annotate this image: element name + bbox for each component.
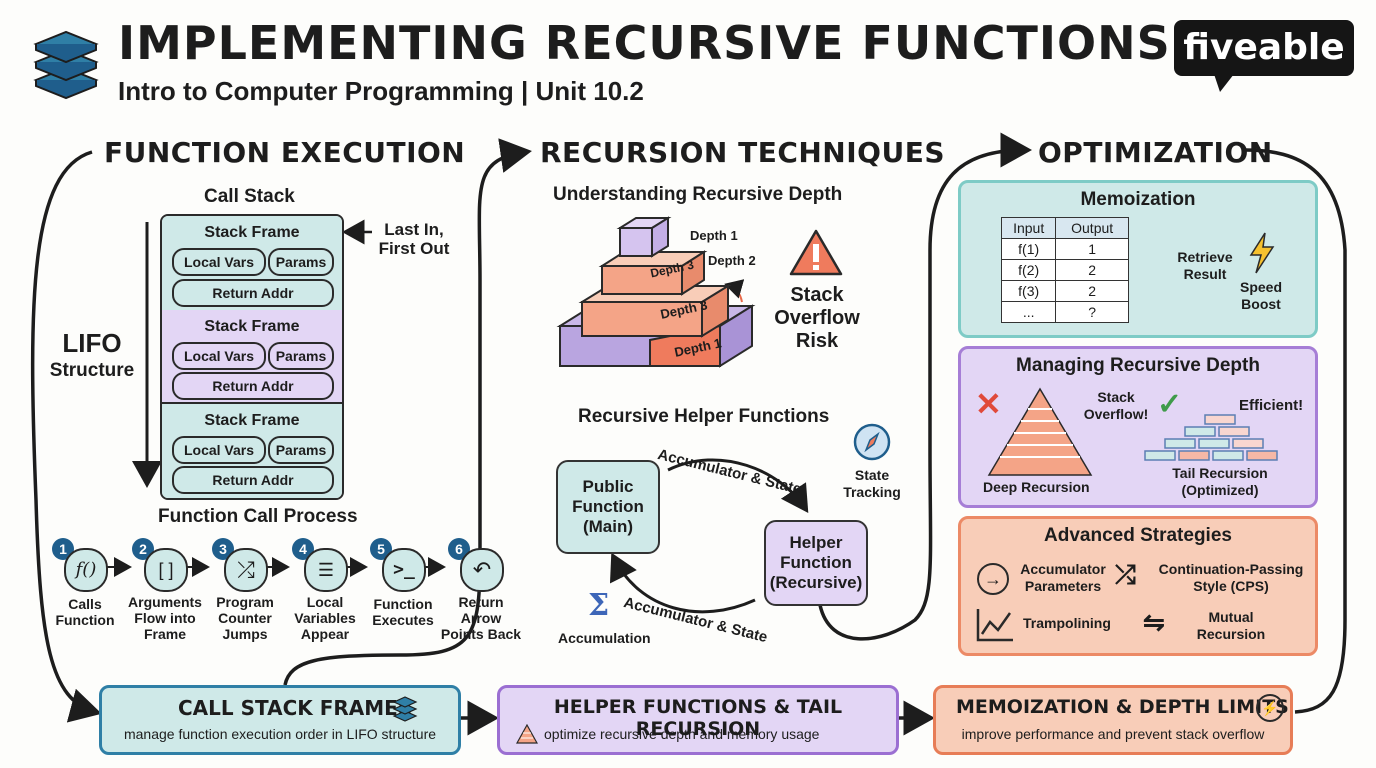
- summary-title: MEMOIZATION & DEPTH LIMITS: [956, 696, 1289, 718]
- trampolining-label: Trampolining: [1023, 615, 1111, 631]
- stack-layers-icon: [392, 696, 418, 722]
- summary-desc: optimize recursive depth and memory usag…: [544, 726, 820, 742]
- tail-recursion-label: Tail Recursion(Optimized): [1172, 465, 1268, 498]
- summary-desc: manage function execution order in LIFO …: [123, 726, 437, 742]
- summary-desc: improve performance and prevent stack ov…: [961, 726, 1265, 742]
- lightning-icon: [1249, 232, 1275, 274]
- arguments-icon: [ ]: [144, 548, 188, 592]
- lifo-note-line2: First Out: [378, 239, 450, 258]
- accumulation-label: Accumulation: [558, 630, 651, 646]
- table-row: f(1)1: [1000, 238, 1129, 260]
- stack-frame: Stack Frame Local Vars Params Return Add…: [162, 310, 342, 404]
- logo-stack-icon: [30, 22, 102, 105]
- memoization-depth-box: MEMOIZATION & DEPTH LIMITS ⚡ improve per…: [933, 685, 1293, 755]
- depth-label: Depth 1: [690, 228, 738, 243]
- summary-title: HELPER FUNCTIONS & TAIL RECURSION: [553, 696, 843, 740]
- params-pill: Params: [268, 248, 334, 276]
- return-addr-pill: Return Addr: [172, 279, 334, 307]
- call-stack-label: Call Stack: [204, 186, 295, 207]
- compass-icon: [853, 423, 891, 461]
- line-graph-icon: [976, 609, 1013, 642]
- warning-icon: [789, 229, 843, 276]
- depth-stack-illustration: [556, 216, 756, 368]
- call-stack-frames-box: CALL STACK FRAMES manage function execut…: [99, 685, 461, 755]
- local-vars-pill: Local Vars: [172, 436, 266, 464]
- return-addr-pill: Return Addr: [172, 372, 334, 400]
- lightning-refresh-icon: ⚡: [1256, 694, 1284, 722]
- depth-label: Depth 2: [708, 253, 756, 268]
- logo-speech-tail: [1214, 74, 1234, 92]
- stack-frame: Stack Frame Local Vars Params Return Add…: [162, 216, 342, 312]
- table-row: ...?: [1000, 301, 1129, 323]
- table-row: f(3)2: [1000, 280, 1129, 302]
- params-pill: Params: [268, 342, 334, 370]
- table-row: f(2)2: [1000, 259, 1129, 281]
- helper-functions-box: HELPER FUNCTIONS & TAIL RECURSION optimi…: [497, 685, 899, 755]
- return-arrow-icon: ↶: [460, 548, 504, 592]
- managing-depth-title: Managing Recursive Depth: [1016, 355, 1260, 376]
- local-vars-pill: Local Vars: [172, 248, 266, 276]
- terminal-icon: >_: [382, 548, 426, 592]
- cross-icon: ✕: [975, 386, 1002, 422]
- advanced-strategies-title: Advanced Strategies: [1044, 525, 1232, 546]
- check-icon: ✓: [1157, 388, 1183, 421]
- deep-recursion-label: Deep Recursion: [983, 479, 1090, 495]
- lifo-label: LIFO: [62, 328, 122, 358]
- section-heading-optimization: OPTIMIZATION: [1038, 136, 1273, 169]
- list-icon: ☰: [304, 548, 348, 592]
- fiveable-logo: fiveable: [1174, 20, 1354, 76]
- lifo-note-line1: Last In,: [384, 220, 444, 239]
- page-title: IMPLEMENTING RECURSIVE FUNCTIONS: [118, 16, 1171, 70]
- crossing-arrows-icon: ⤮: [1115, 559, 1136, 589]
- section-heading-function-execution: FUNCTION EXECUTION: [104, 136, 466, 169]
- memoization-title: Memoization: [1080, 189, 1196, 210]
- params-pill: Params: [268, 436, 334, 464]
- summary-title: CALL STACK FRAMES: [178, 696, 413, 720]
- mutual-arrows-icon: ⇋: [1143, 607, 1165, 637]
- deep-recursion-pyramid: [987, 387, 1093, 476]
- section-heading-recursion-techniques: RECURSION TECHNIQUES: [540, 136, 945, 169]
- pyramid-icon: [516, 724, 538, 744]
- local-vars-pill: Local Vars: [172, 342, 266, 370]
- lifo-structure-label: Structure: [49, 360, 135, 381]
- shuffle-icon: ⤮: [224, 548, 268, 592]
- helper-title: Recursive Helper Functions: [578, 406, 830, 427]
- arrow-right-circle-icon: →: [977, 563, 1009, 595]
- sigma-icon: Σ: [588, 588, 610, 623]
- depth-title: Understanding Recursive Depth: [553, 184, 843, 205]
- stack-frame: Stack Frame Local Vars Params Return Add…: [162, 404, 342, 498]
- tail-recursion-bricks: [1144, 414, 1278, 461]
- function-call-process-label: Function Call Process: [158, 506, 358, 527]
- return-addr-pill: Return Addr: [172, 466, 334, 494]
- efficient-label: Efficient!: [1239, 397, 1304, 414]
- call-stack: Stack Frame Local Vars Params Return Add…: [160, 214, 344, 500]
- page-subtitle: Intro to Computer Programming | Unit 10.…: [118, 76, 644, 106]
- fx-icon: f(): [64, 548, 108, 592]
